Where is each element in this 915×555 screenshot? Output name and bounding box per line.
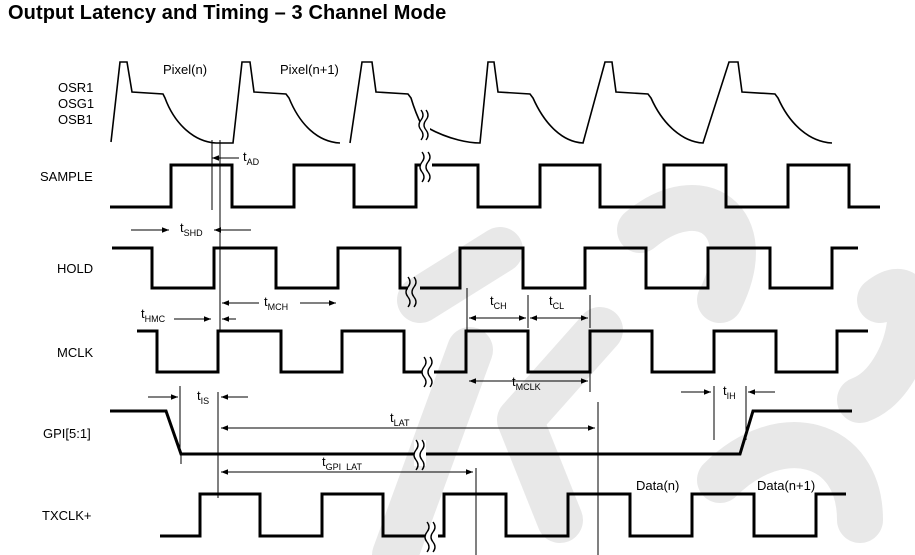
svg-text:tGPI_LAT: tGPI_LAT bbox=[322, 454, 362, 472]
svg-text:tMCLK: tMCLK bbox=[512, 374, 541, 392]
timing-tcl: tCL bbox=[527, 293, 591, 328]
timing-tch: tCH bbox=[469, 293, 526, 321]
os-analog-waveform bbox=[110, 61, 833, 144]
svg-text:tSHD: tSHD bbox=[180, 220, 203, 238]
break-marker-os bbox=[418, 109, 430, 141]
pixel-n-label: Pixel(n) bbox=[163, 62, 207, 77]
break-marker-gpi bbox=[413, 439, 426, 471]
break-marker-hold bbox=[405, 276, 417, 308]
signal-label-mclk: MCLK bbox=[57, 345, 93, 360]
diagram-title: Output Latency and Timing – 3 Channel Mo… bbox=[8, 2, 447, 24]
data-n1-label: Data(n+1) bbox=[757, 478, 815, 493]
break-marker-mclk bbox=[421, 356, 433, 388]
signal-label-gpi: GPI[5:1] bbox=[43, 426, 91, 441]
svg-text:tCH: tCH bbox=[490, 293, 507, 311]
timing-tgpi-lat: tGPI_LAT bbox=[221, 454, 473, 475]
signal-label-osg1: OSG1 bbox=[58, 96, 94, 111]
svg-text:tMCH: tMCH bbox=[264, 294, 288, 312]
signal-label-osb1: OSB1 bbox=[58, 112, 93, 127]
pixel-n1-label: Pixel(n+1) bbox=[280, 62, 339, 77]
timing-tih: tIH bbox=[681, 383, 775, 440]
timing-tis: tIS bbox=[148, 386, 248, 454]
data-n-label: Data(n) bbox=[636, 478, 679, 493]
txclk-waveform bbox=[160, 492, 425, 538]
timing-tad: tAD bbox=[212, 149, 260, 167]
hold-waveform-cont bbox=[420, 246, 858, 290]
break-marker-sample bbox=[419, 151, 432, 183]
timing-tmclk: tMCLK bbox=[469, 372, 591, 392]
svg-text:tCL: tCL bbox=[549, 293, 564, 311]
break-marker-txclk bbox=[424, 521, 436, 553]
signal-label-txclk: TXCLK+ bbox=[42, 508, 92, 523]
svg-text:tLAT: tLAT bbox=[390, 410, 410, 428]
timing-tshd: tSHD bbox=[131, 220, 251, 238]
gpi-waveform bbox=[110, 409, 852, 456]
svg-text:tHMC: tHMC bbox=[141, 306, 166, 324]
txclk-waveform-cont bbox=[438, 492, 846, 538]
svg-text:tIS: tIS bbox=[197, 388, 209, 406]
hold-waveform bbox=[112, 246, 408, 290]
svg-text:tAD: tAD bbox=[243, 149, 260, 167]
signal-label-sample: SAMPLE bbox=[40, 169, 93, 184]
timing-thmc: tHMC bbox=[141, 306, 211, 324]
signal-label-hold: HOLD bbox=[57, 261, 93, 276]
timing-tmch: tMCH bbox=[222, 294, 336, 322]
mclk-waveform-cont bbox=[434, 329, 868, 374]
mclk-waveform bbox=[137, 329, 422, 374]
timing-tlat: tLAT bbox=[221, 410, 595, 431]
sample-waveform bbox=[110, 163, 880, 209]
reference-lines bbox=[211, 140, 715, 555]
signal-label-osr1: OSR1 bbox=[58, 80, 93, 95]
svg-text:tIH: tIH bbox=[723, 383, 736, 401]
